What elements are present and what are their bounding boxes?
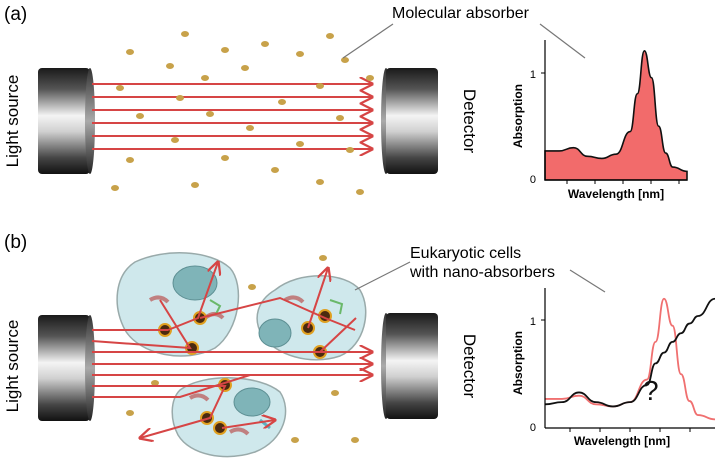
chart-a-ytick-top: 1 xyxy=(530,69,536,81)
absorber-callout-line xyxy=(342,23,394,59)
chart-b-ylabel: Absorption xyxy=(511,331,525,395)
chart-a-ytick-bottom: 0 xyxy=(530,174,536,186)
molecular-absorbers-b xyxy=(126,255,359,443)
absorption-spectrum-red xyxy=(545,297,716,421)
eukaryotic-cell-left xyxy=(116,252,240,357)
chart-callout-line-b xyxy=(569,269,606,293)
molecular-absorber-label: Molecular absorber xyxy=(392,5,530,22)
absorption-spectrum-area xyxy=(544,49,688,181)
light-beams-b xyxy=(91,262,372,438)
detector-cylinder-a xyxy=(381,68,438,174)
absorption-chart-b: 1 0 Absorption Wavelength [nm] ? xyxy=(511,288,716,448)
chart-b-question-mark: ? xyxy=(643,375,659,406)
molecular-absorbers xyxy=(111,31,374,195)
light-source-label-a: Light source xyxy=(3,75,22,168)
light-source-cylinder-b xyxy=(38,315,95,421)
chart-b-ytick-bottom: 0 xyxy=(530,422,536,434)
panel-a-label: (a) xyxy=(4,4,27,25)
chart-b-xlabel: Wavelength [nm] xyxy=(574,434,670,448)
chart-a-xlabel: Wavelength [nm] xyxy=(568,187,664,201)
detector-label-a: Detector xyxy=(460,89,479,154)
chart-b-ytick-top: 1 xyxy=(530,316,536,328)
detector-label-b: Detector xyxy=(460,334,479,399)
absorption-spectrum-black xyxy=(544,297,716,408)
cells-label-line2: with nano-absorbers xyxy=(409,264,555,281)
chart-callout-line-a xyxy=(539,23,586,59)
light-beams-a xyxy=(92,84,372,149)
absorption-chart-a: 1 0 Absorption Wavelength [nm] xyxy=(511,40,688,201)
chart-a-ylabel: Absorption xyxy=(511,84,525,148)
light-source-label-b: Light source xyxy=(3,320,22,413)
panel-b-label: (b) xyxy=(4,232,27,253)
cells-callout-line xyxy=(354,261,411,291)
light-source-cylinder-a xyxy=(38,68,95,174)
detector-cylinder-b xyxy=(381,313,438,419)
cells-label-line1: Eukaryotic cells xyxy=(410,245,521,262)
